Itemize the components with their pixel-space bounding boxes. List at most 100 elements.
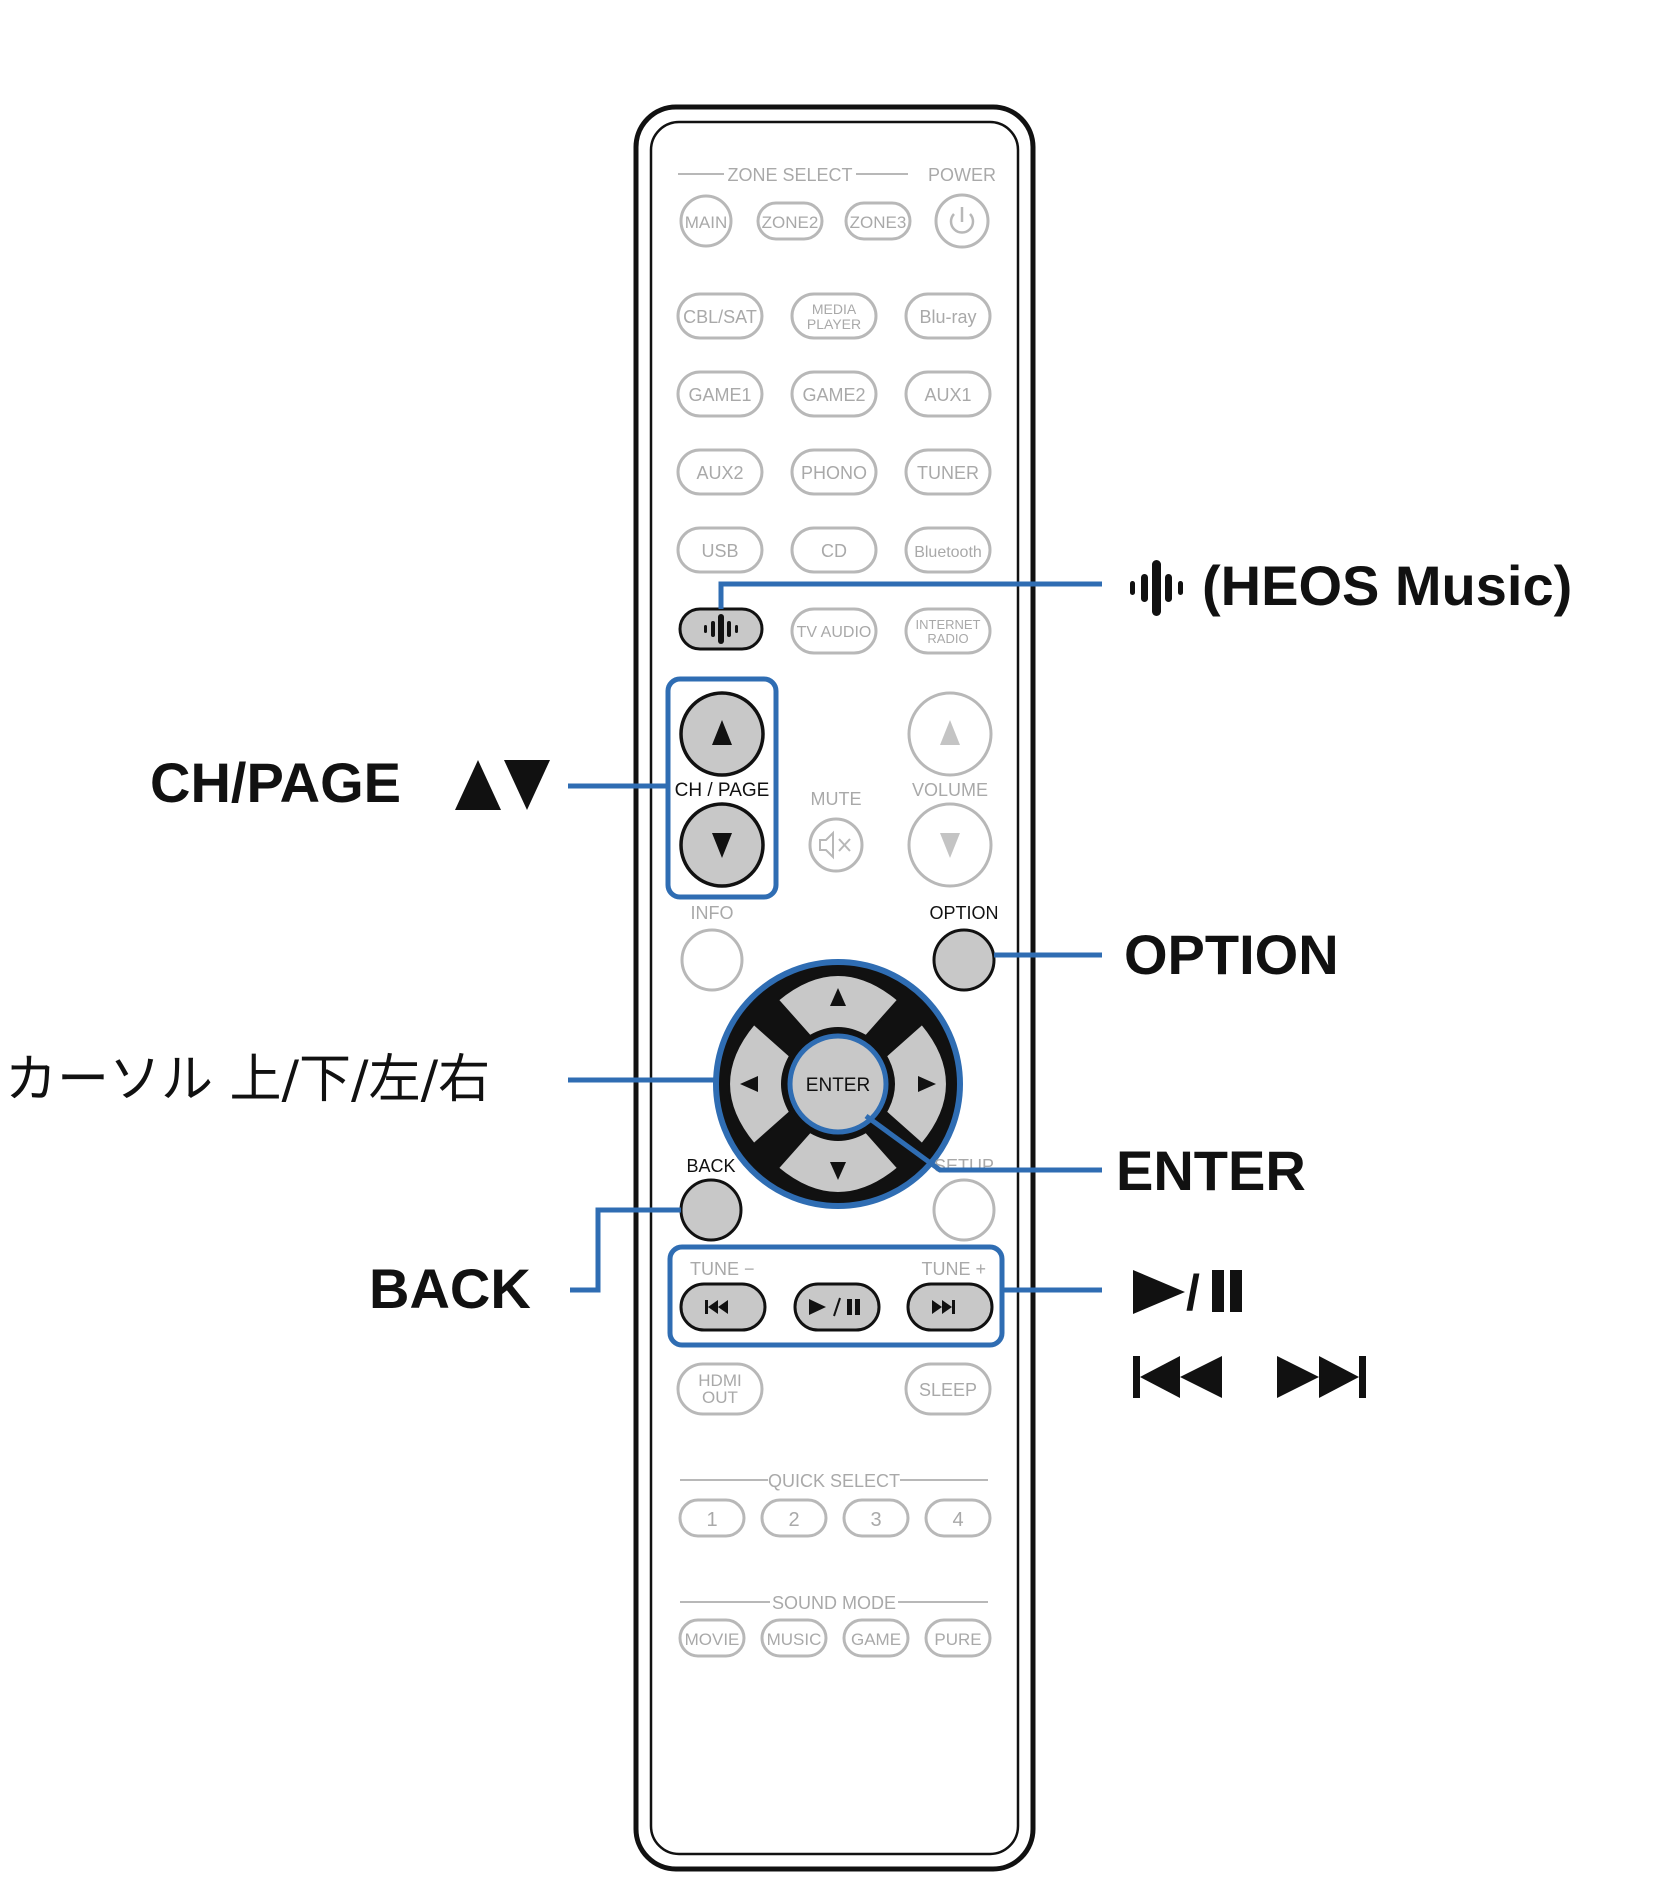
zone-main-label: MAIN	[685, 213, 728, 232]
hdmi-sleep-row: HDMI OUT SLEEP	[676, 1362, 992, 1416]
info-label: INFO	[691, 903, 734, 923]
skip-forward-callout-icon	[1277, 1356, 1366, 1398]
ch-page-up-button[interactable]	[679, 691, 765, 777]
cursor-up-arrow-icon	[830, 988, 846, 1006]
play-pause-icon	[809, 1297, 860, 1317]
next-track-button[interactable]	[906, 1282, 994, 1332]
cursor-right-button[interactable]	[884, 1022, 948, 1146]
cursor-up-button[interactable]	[776, 974, 900, 1038]
internet-radio-label-1: INTERNET	[916, 617, 981, 632]
zone-select-label: ZONE SELECT	[727, 165, 852, 185]
ch-page-label: CH / PAGE	[675, 780, 770, 801]
quick-select-2-label: 2	[788, 1509, 799, 1531]
option-button[interactable]	[932, 928, 996, 992]
mute-label: MUTE	[811, 789, 862, 809]
ch-page-callout-text: CH/PAGE	[150, 751, 401, 814]
movie-label: MOVIE	[685, 1630, 740, 1649]
heos-icon	[704, 614, 738, 644]
back-label: BACK	[686, 1156, 735, 1176]
skip-callout	[1133, 1356, 1366, 1398]
zone3-button[interactable]: ZONE3	[844, 201, 912, 241]
setup-label: SETUP	[934, 1156, 994, 1176]
playback-group: TUNE − TUNE +	[667, 1244, 1005, 1348]
aux2-label: AUX2	[696, 463, 743, 483]
game1-button[interactable]: GAME1	[676, 370, 764, 418]
pure-label: PURE	[934, 1630, 981, 1649]
quick-select-4-label: 4	[952, 1509, 963, 1531]
cursor-down-button[interactable]	[776, 1130, 900, 1194]
setup-button[interactable]	[932, 1178, 996, 1242]
quick-select-3-button[interactable]: 3	[842, 1498, 910, 1538]
cursor-right-arrow-icon	[918, 1076, 936, 1092]
hdmi-out-button[interactable]: HDMI OUT	[676, 1362, 764, 1416]
cd-button[interactable]: CD	[790, 526, 878, 574]
bluetooth-button[interactable]: Bluetooth	[904, 526, 992, 574]
quick-select-4-button[interactable]: 4	[924, 1498, 992, 1538]
tv-audio-label: TV AUDIO	[797, 624, 872, 641]
quick-select-1-button[interactable]: 1	[678, 1498, 746, 1538]
internet-radio-button[interactable]: INTERNET RADIO	[904, 607, 992, 655]
aux2-button[interactable]: AUX2	[676, 448, 764, 496]
cbl-sat-button[interactable]: CBL/SAT	[676, 292, 764, 340]
sleep-button[interactable]: SLEEP	[904, 1362, 992, 1416]
heos-button[interactable]	[678, 607, 764, 651]
play-pause-button[interactable]	[793, 1282, 881, 1332]
zone3-label: ZONE3	[850, 213, 907, 232]
quick-select-2-button[interactable]: 2	[760, 1498, 828, 1538]
enter-leader-line	[864, 1113, 1102, 1173]
game-label: GAME	[851, 1630, 901, 1649]
zone2-button[interactable]: ZONE2	[756, 201, 824, 241]
quick-select-section: QUICK SELECT 1 2 3 4	[678, 1471, 992, 1538]
power-button[interactable]	[934, 193, 990, 249]
media-player-button[interactable]: MEDIA PLAYER	[790, 292, 878, 340]
quick-select-label: QUICK SELECT	[768, 1471, 900, 1491]
aux1-button[interactable]: AUX1	[904, 370, 992, 418]
pure-button[interactable]: PURE	[924, 1618, 992, 1658]
pause-bar-2-icon	[1230, 1270, 1242, 1312]
back-button[interactable]	[679, 1178, 743, 1242]
volume-up-arrow-icon	[940, 720, 960, 745]
ch-page-down-button[interactable]	[679, 802, 765, 888]
volume-up-button[interactable]	[907, 691, 993, 777]
phono-label: PHONO	[801, 463, 867, 483]
play-pause-slash: /	[1186, 1265, 1200, 1321]
callout-labels: (HEOS Music) CH/PAGE OPTION カーソル 上/下/左/右…	[5, 554, 1572, 1398]
source-buttons: CBL/SAT MEDIA PLAYER Blu-ray GAME1 GAME2…	[676, 292, 992, 655]
sound-mode-section: SOUND MODE MOVIE MUSIC GAME PURE	[678, 1593, 992, 1658]
power-icon	[949, 207, 975, 234]
enter-callout-text: ENTER	[1116, 1139, 1306, 1202]
power-label: POWER	[928, 165, 996, 185]
movie-button[interactable]: MOVIE	[678, 1618, 746, 1658]
music-button[interactable]: MUSIC	[760, 1618, 828, 1658]
phono-button[interactable]: PHONO	[790, 448, 878, 496]
tuner-button[interactable]: TUNER	[904, 448, 992, 496]
previous-track-button[interactable]	[679, 1282, 767, 1332]
music-label: MUSIC	[767, 1630, 822, 1649]
media-player-label-1: MEDIA	[812, 301, 857, 317]
usb-button[interactable]: USB	[676, 526, 764, 574]
leader-lines	[568, 581, 1102, 1293]
ch-page-callout: CH/PAGE	[150, 751, 550, 814]
option-callout-text: OPTION	[1124, 923, 1339, 986]
bluray-label: Blu-ray	[919, 307, 976, 327]
cursor-left-button[interactable]	[728, 1022, 792, 1146]
zone-main-button[interactable]: MAIN	[679, 194, 733, 248]
game2-button[interactable]: GAME2	[790, 370, 878, 418]
enter-button[interactable]: ENTER	[787, 1033, 889, 1135]
mute-button[interactable]	[808, 817, 864, 873]
volume-down-arrow-icon	[940, 833, 960, 858]
skip-back-callout-icon	[1133, 1356, 1222, 1398]
game-button[interactable]: GAME	[842, 1618, 910, 1658]
info-button[interactable]	[680, 928, 744, 992]
cbl-sat-label: CBL/SAT	[683, 307, 757, 327]
remote-body	[633, 104, 1036, 1872]
down-arrow-icon	[712, 833, 732, 858]
volume-down-button[interactable]	[907, 802, 993, 888]
tv-audio-button[interactable]: TV AUDIO	[790, 607, 878, 655]
mute-icon	[819, 830, 851, 860]
back-leader-line	[570, 1207, 681, 1293]
tuner-label: TUNER	[917, 463, 979, 483]
mute-section: MUTE	[808, 789, 864, 873]
internet-radio-label-2: RADIO	[927, 631, 968, 646]
bluray-button[interactable]: Blu-ray	[904, 292, 992, 340]
